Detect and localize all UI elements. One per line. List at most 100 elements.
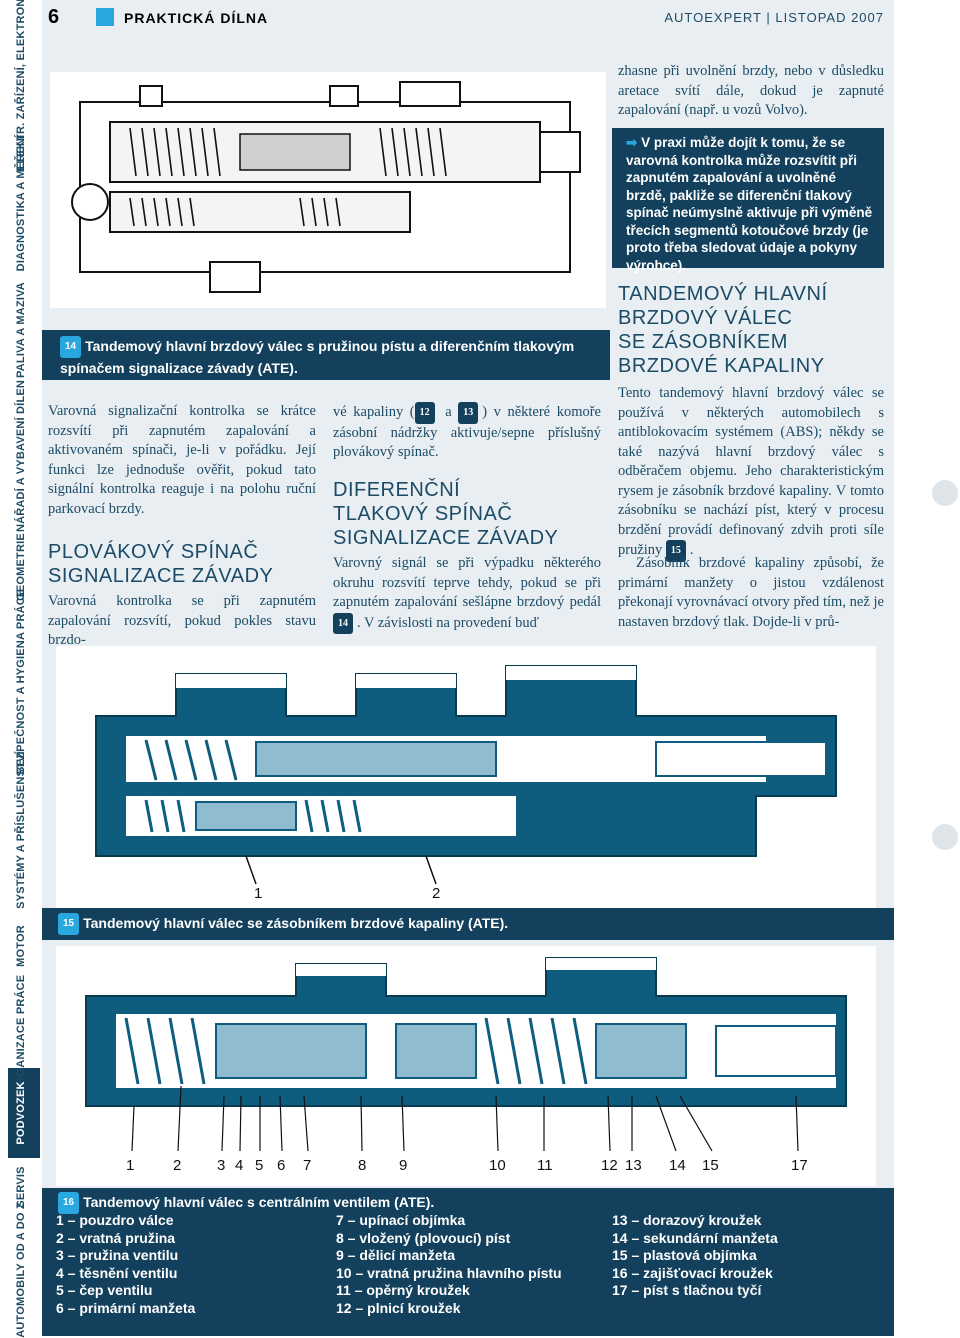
column1-heading-line1: PLOVÁKOVÝ SPÍNAČ	[48, 541, 259, 563]
figure-16-label-9: 9	[399, 1157, 407, 1174]
figure-15-label-2: 2	[432, 885, 440, 902]
tip-body: V praxi může dojít k tomu, že se varovná…	[626, 135, 873, 273]
column1-paragraph1: Varovná signalizační kontrolka se krátce…	[48, 403, 316, 517]
badge-13: 13	[458, 402, 479, 424]
column2-heading-line2: TLAKOVÝ SPÍNAČ	[333, 503, 513, 525]
column3-heading: TANDEMOVÝ HLAVNÍ BRZDOVÝ VÁLEC SE ZÁSOBN…	[618, 282, 884, 378]
tip-box: ➡ V praxi může dojít k tomu, že se varov…	[612, 128, 884, 273]
column3-heading-line2: BRZDOVÝ VÁLEC	[618, 307, 793, 329]
figure-16-label-11: 11	[537, 1157, 553, 1174]
sidebar-item-motor[interactable]: MOTOR	[15, 925, 27, 967]
figure-16-label-4: 4	[235, 1157, 243, 1174]
column2-para1-part-b: a	[438, 404, 459, 421]
figure-16-label-3: 3	[217, 1157, 225, 1174]
sidebar-item-organizace[interactable]: ORGANIZACE PRÁCE	[15, 974, 27, 1094]
sidebar-item-naradi[interactable]: NÁŘADÍ A VYBAVENÍ DÍLEN	[15, 379, 27, 533]
figure-16-label-17: 17	[791, 1157, 808, 1174]
legend-column-1: 1 – pouzdro válce 2 – vratná pružina 3 –…	[56, 1212, 195, 1317]
column3-paragraph2: Tento tandemový hlavní brzdový válec se …	[618, 384, 884, 562]
column3-heading-line1: TANDEMOVÝ HLAVNÍ	[618, 283, 828, 305]
section-title: PRAKTICKÁ DÍLNA	[124, 10, 269, 26]
figure-16-badge: 16	[58, 1192, 80, 1215]
figure-16-label-6: 6	[277, 1157, 285, 1174]
legend-item: 13 – dorazový kroužek	[612, 1212, 762, 1228]
sidebar-item-podvozek[interactable]: PODVOZEK	[15, 1081, 27, 1145]
column3-heading-line3: SE ZÁSOBNÍKEM	[618, 331, 788, 353]
figure-16-label-2: 2	[173, 1157, 181, 1174]
issue-label: AUTOEXPERT | LISTOPAD 2007	[664, 10, 884, 25]
figure-16-label-12: 12	[601, 1157, 618, 1174]
column2-para2-part-b: . V závislosti na provedení buď	[357, 614, 540, 631]
legend-item: 17 – píst s tlačnou tyčí	[612, 1282, 762, 1298]
sidebar-item-systemy[interactable]: SYSTÉMY A PŘÍSLUŠENSTVÍ	[15, 751, 27, 909]
column2-paragraph2: Varovný signál se při výpadku některého …	[333, 554, 601, 634]
tip-text: ➡ V praxi může dojít k tomu, že se varov…	[626, 134, 874, 274]
column2-para2-part-a: Varovný signál se při výpadku některého …	[333, 555, 601, 610]
column2-heading-line1: DIFERENČNÍ	[333, 479, 461, 501]
legend-item: 8 – vložený (plovoucí) píst	[336, 1229, 511, 1246]
figure-14-caption-text: Tandemový hlavní brzdový válec s pružino…	[60, 338, 575, 377]
decorative-dot	[932, 824, 958, 850]
figure-16-label-14: 14	[669, 1157, 686, 1174]
legend-item: 3 – pružina ventilu	[56, 1247, 179, 1263]
section-marker-icon	[96, 8, 114, 26]
sidebar-item-diagnostika[interactable]: DIAGNOSTIKA A MĚŘENÍ	[15, 134, 27, 272]
sidebar: ELEKTR. ZAŘÍZENÍ, ELEKTRONIKA DIAGNOSTIK…	[0, 0, 42, 1338]
legend-item: 2 – vratná pružina	[56, 1229, 176, 1246]
legend-item: 16 – zajišťovací kroužek	[612, 1264, 773, 1281]
figure-16-label-13: 13	[625, 1157, 642, 1174]
sidebar-item-automobily[interactable]: AUTOMOBILY OD A DO Z	[15, 1202, 27, 1338]
column3-paragraph3: Zásobník brzdové kapaliny způsobí, že pr…	[618, 555, 884, 630]
legend-item: 15 – plastová objímka	[612, 1247, 757, 1263]
figure-15-diagram: 1 2	[56, 646, 876, 936]
column1-heading-line2: SIGNALIZACE ZÁVADY	[48, 565, 274, 587]
sidebar-item-bezpecnost[interactable]: BEZPEČNOST A HYGIENA PRÁCE	[15, 589, 27, 775]
column3-heading-line4: BRZDOVÉ KAPALINY	[618, 355, 825, 377]
figure-15-caption-text: Tandemový hlavní válec se zásobníkem brz…	[83, 915, 509, 931]
figure-15-label-1: 1	[254, 885, 262, 902]
figure-14-badge: 14	[60, 336, 82, 359]
figure-15-drawing: 1 2	[95, 665, 837, 902]
legend-column-2: 7 – upínací objímka 8 – vložený (plovouc…	[336, 1212, 562, 1317]
figure-16-label-7: 7	[303, 1157, 311, 1174]
decorative-dot	[932, 480, 958, 506]
badge-12: 12	[414, 402, 435, 424]
legend-item: 10 – vratná pružina hlavního pístu	[336, 1264, 562, 1281]
figure-16-label-15: 15	[702, 1157, 719, 1174]
legend-item: 14 – sekundární manžeta	[612, 1229, 778, 1246]
arrow-right-icon: ➡	[626, 135, 638, 150]
badge-15: 15	[665, 540, 686, 562]
column3-para2-part-a: Tento tandemový hlavní brzdový válec se …	[618, 385, 884, 559]
figure-15-badge: 15	[58, 913, 80, 936]
figure-14-drawing	[71, 81, 581, 293]
badge-14: 14	[333, 612, 353, 634]
sidebar-item-paliva[interactable]: PALIVA A MAZIVA	[15, 282, 27, 378]
figure-16-label-8: 8	[358, 1157, 366, 1174]
figure-16-label-10: 10	[489, 1157, 506, 1174]
figure-16-label-1: 1	[126, 1157, 134, 1174]
legend-item: 9 – dělicí manžeta	[336, 1247, 456, 1263]
column2-heading: DIFERENČNÍ TLAKOVÝ SPÍNAČ SIGNALIZACE ZÁ…	[333, 478, 601, 550]
legend-item: 7 – upínací objímka	[336, 1212, 466, 1228]
legend-item: 1 – pouzdro válce	[56, 1212, 174, 1228]
column1-paragraph2: Varovná kontrolka se při zapnutém zapalo…	[48, 593, 316, 648]
legend-item: 5 – čep ventilu	[56, 1282, 153, 1298]
column2-heading-line3: SIGNALIZACE ZÁVADY	[333, 527, 559, 549]
figure-16-caption-text: Tandemový hlavní válec s centrálním vent…	[83, 1194, 435, 1210]
legend-item: 11 – opěrný kroužek	[336, 1282, 470, 1298]
sidebar-active-highlight	[8, 1068, 40, 1158]
figure-16-diagram: 1 2 3 4 5 6 7 8 9 10 11 12 13 14 15 17	[56, 946, 876, 1186]
column2-para1-part-a: vé kapaliny (	[333, 404, 415, 421]
legend-column-3: 13 – dorazový kroužek 14 – sekundární ma…	[612, 1212, 778, 1300]
column2-paragraph1: vé kapaliny (12 a 13) v některé komoře z…	[333, 402, 601, 463]
legend-item: 4 – těsnění ventilu	[56, 1264, 178, 1281]
column3-para2-part-b: .	[689, 542, 694, 559]
figure-16-drawing: 1 2 3 4 5 6 7 8 9 10 11 12 13 14 15 17	[85, 957, 847, 1174]
legend-item: 12 – plnicí kroužek	[336, 1299, 461, 1316]
